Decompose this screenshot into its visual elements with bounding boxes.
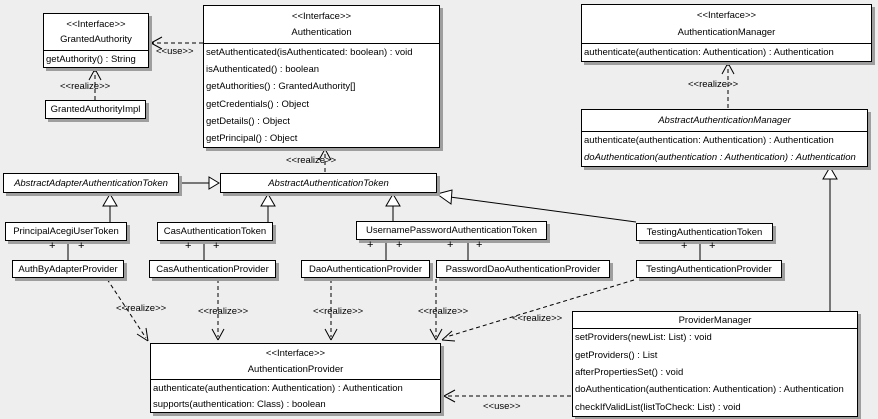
- method-label: doAuthentication(authentication : Authen…: [584, 152, 856, 163]
- method-label: getCredentials() : Object: [206, 98, 309, 110]
- edge-providermanager-extends-abstractauthenticationmanager: [822, 166, 838, 311]
- edge-testingauthenticationprovider-realizes-authenticationprovider: [441, 279, 635, 342]
- edge-authentication-uses-grantedauthority: [150, 36, 203, 50]
- method-label: setProviders(newList: List) : void: [575, 332, 712, 344]
- class-username-password-authentication-token[interactable]: UsernamePasswordAuthenticationToken: [356, 221, 547, 240]
- edge-usernamepasswordauthenticationtoken-extends-abstractauthenticationtoken: [385, 193, 401, 221]
- edge-daoauthenticationprovider-realizes-authenticationprovider: [324, 279, 338, 341]
- class-name: UsernamePasswordAuthenticationToken: [365, 225, 538, 236]
- class-testing-authentication-provider[interactable]: TestingAuthenticationProvider: [636, 260, 782, 278]
- stereotype-label: <<Interface>>: [291, 11, 352, 22]
- method-label: getAuthorities() : GrantedAuthority[]: [206, 81, 356, 93]
- class-name: GrantedAuthorityImpl: [50, 104, 141, 115]
- edge-passworddaoauthenticationprovider-realizes-authenticationprovider: [429, 279, 443, 341]
- method-label: getDetails() : Object: [206, 115, 290, 127]
- method-label: getProviders() : List: [575, 349, 658, 361]
- class-abstract-authentication-manager[interactable]: AbstractAuthenticationManager authenticat…: [581, 109, 868, 167]
- class-name: Authentication: [291, 27, 352, 38]
- stereotype-label: <<Interface>>: [66, 18, 126, 30]
- class-name: CasAuthenticationProvider: [156, 263, 269, 275]
- class-abstract-authentication-token[interactable]: AbstractAuthenticationToken: [220, 173, 437, 193]
- class-provider-manager[interactable]: ProviderManager setProviders(newList: Lis…: [572, 311, 858, 417]
- stereotype-label: <<Interface>>: [696, 10, 757, 22]
- edge-grantedauthorityimpl-realizes-grantedauthority: [88, 68, 102, 100]
- method-label: authenticate(authentication: Authenticat…: [584, 135, 834, 146]
- class-name: ProviderManager: [678, 314, 752, 326]
- edge-principalacegiusertoken-extends-abstractadapterauthenticationtoken: [102, 193, 118, 222]
- edge-casauthenticationtoken-extends-abstractauthenticationtoken: [260, 193, 276, 222]
- edge-providermanager-uses-authenticationprovider: [443, 389, 571, 403]
- class-name: TestingAuthenticationToken: [646, 226, 763, 238]
- method-label: getAuthority() : String: [46, 53, 136, 65]
- class-authentication-provider[interactable]: <<Interface>> AuthenticationProvider authe…: [150, 343, 441, 413]
- class-name: AuthenticationManager: [677, 26, 776, 38]
- class-granted-authority[interactable]: <<Interface>> GrantedAuthority getAuthorit…: [43, 13, 149, 68]
- class-cas-authentication-token[interactable]: CasAuthenticationToken: [157, 222, 273, 241]
- method-label: isAuthenticated() : boolean: [206, 64, 320, 76]
- class-name: GrantedAuthority: [60, 34, 132, 46]
- edge-abstractadapterauthenticationtoken-extends-abstractauthenticationtoken: [179, 176, 220, 190]
- stereotype-label: <<Interface>>: [265, 348, 326, 360]
- class-auth-by-adapter-provider[interactable]: AuthByAdapterProvider: [12, 260, 124, 278]
- class-name: DaoAuthenticationProvider: [308, 263, 422, 275]
- class-title-compartment: <<Interface>> AuthenticationProvider: [151, 344, 440, 380]
- method-label: setAuthenticated(isAuthenticated: boolea…: [206, 47, 413, 59]
- class-password-dao-authentication-provider[interactable]: PasswordDaoAuthenticationProvider: [436, 260, 610, 278]
- class-granted-authority-impl[interactable]: GrantedAuthorityImpl: [45, 100, 146, 119]
- edge-testingauthenticationtoken-extends-abstractauthenticationtoken: [435, 189, 637, 223]
- method-label: checkIfValidList(listToCheck: List) : vo…: [575, 401, 741, 413]
- class-dao-authentication-provider[interactable]: DaoAuthenticationProvider: [301, 260, 430, 278]
- class-authentication[interactable]: <<Interface>> Authentication setAuthentica…: [203, 5, 440, 148]
- edge-abstractauthenticationtoken-realizes-authentication: [318, 148, 332, 172]
- method-label: afterPropertiesSet() : void: [575, 366, 684, 378]
- class-name: PasswordDaoAuthenticationProvider: [445, 263, 601, 275]
- class-testing-authentication-token[interactable]: TestingAuthenticationToken: [636, 223, 773, 241]
- class-name: AbstractAdapterAuthenticationToken: [14, 177, 168, 189]
- class-name: CasAuthenticationToken: [163, 226, 267, 237]
- class-title-compartment: <<Interface>> Authentication: [204, 6, 439, 44]
- edge-abstractauthenticationmanager-realizes-authenticationmanager: [721, 62, 735, 108]
- method-label: supports(authentication: Class) : boolea…: [153, 398, 326, 410]
- edge-casauthenticationprovider-realizes-authenticationprovider: [211, 279, 225, 341]
- edge-authbyadapterprovider-realizes-authenticationprovider: [106, 278, 149, 342]
- class-cas-authentication-provider[interactable]: CasAuthenticationProvider: [149, 260, 276, 278]
- class-authentication-manager[interactable]: <<Interface>> AuthenticationManager authen…: [581, 4, 872, 62]
- class-name: PrincipalAcegiUserToken: [13, 226, 119, 237]
- class-name: AuthByAdapterProvider: [18, 263, 118, 275]
- class-title-compartment: <<Interface>> AuthenticationManager: [582, 5, 871, 44]
- class-principal-acegi-user-token[interactable]: PrincipalAcegiUserToken: [5, 222, 127, 241]
- class-name: TestingAuthenticationProvider: [646, 263, 772, 275]
- method-label: doAuthentication(authentication: Authent…: [575, 384, 844, 396]
- method-label: authenticate(authentication: Authenticat…: [584, 47, 834, 58]
- method-label: getPrincipal() : Object: [206, 132, 298, 144]
- class-name: AbstractAuthenticationToken: [268, 177, 389, 189]
- class-abstract-adapter-authentication-token[interactable]: AbstractAdapterAuthenticationToken: [3, 173, 179, 193]
- class-name: AbstractAuthenticationManager: [658, 115, 791, 126]
- class-title-compartment: AbstractAuthenticationManager: [582, 110, 867, 132]
- class-name: AuthenticationProvider: [247, 363, 344, 375]
- class-title-compartment: ProviderManager: [573, 312, 857, 329]
- class-title-compartment: <<Interface>> GrantedAuthority: [44, 14, 148, 51]
- method-label: authenticate(authentication: Authenticat…: [153, 382, 403, 394]
